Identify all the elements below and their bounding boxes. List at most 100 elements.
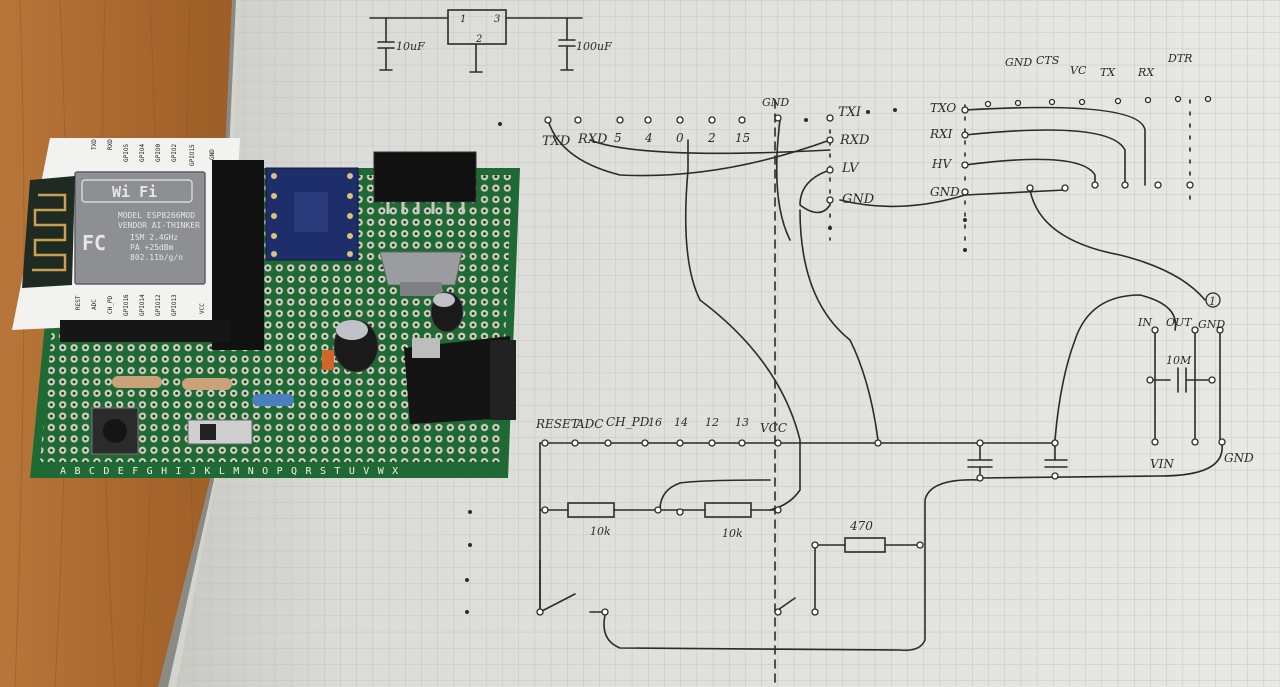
ftdi-pin-3: TX xyxy=(1100,66,1116,79)
perfboard: A B C D E F G H I J K L M N O P Q R S T … xyxy=(12,138,520,478)
resistor-label-1: 10k xyxy=(722,527,743,540)
esp-metal-can xyxy=(74,171,206,285)
pcb-column-letters: A B C D E F G H I J K L M N O P Q R S T … xyxy=(60,466,399,477)
bottom-pin-1: ADC xyxy=(575,417,603,431)
esp-pin-labels-top: TXD RXD GPIO5 GPIO4 GPIO0 GPIO2 GPIO15 G… xyxy=(91,139,216,166)
slide-switch-knob xyxy=(200,424,216,440)
regulator-pin-0: IN xyxy=(1137,316,1152,329)
esp-pin-bottom-1: ADC xyxy=(91,299,98,310)
bottom-pin-5: 12 xyxy=(705,416,719,429)
resistor-1 xyxy=(112,376,162,388)
left-block-pin-3: GND xyxy=(842,192,875,207)
bottom-pin-6: 13 xyxy=(735,416,749,429)
ftdi-pin-5: DTR xyxy=(1167,52,1192,65)
pcb-resistors xyxy=(112,376,294,406)
bottom-pin-4: 14 xyxy=(674,416,688,429)
esp-line-1: VENDOR AI-THINKER xyxy=(118,221,200,230)
regulator-pin-2: GND xyxy=(1198,318,1225,331)
left-block-pin-2: LV xyxy=(841,161,860,176)
left-block-pin-0: TXI xyxy=(838,105,862,120)
dc-jack-pin xyxy=(412,338,440,358)
top-reg-pin-2: 3 xyxy=(494,14,500,25)
esp-pin-bottom-4: GPIO14 xyxy=(139,294,146,316)
esp-pin-top-6: GPIO15 xyxy=(189,144,196,166)
esp-pin-top-3: GPIO4 xyxy=(139,144,146,162)
capacitor-small-top xyxy=(433,293,455,307)
esp-pin-labels-bottom: REST ADC CH_PD GPIO16 GPIO14 GPIO12 GPIO… xyxy=(75,294,206,316)
resistor-label-0: 10k xyxy=(590,525,611,538)
esp-pin-top-1: RXD xyxy=(107,139,114,150)
power-label-gnd: GND xyxy=(1224,451,1254,465)
slide-switch xyxy=(187,419,253,445)
regulator-marker-circle xyxy=(1205,292,1221,308)
level-shifter-chip xyxy=(294,192,328,232)
resistor-label-2: 470 xyxy=(849,519,873,533)
top-pin-1: RXD xyxy=(577,132,608,147)
regulator-pin-1: OUT xyxy=(1166,316,1193,329)
esp-antenna xyxy=(22,176,75,288)
top-pin-3: 4 xyxy=(644,131,653,145)
orange-capacitor xyxy=(322,350,334,370)
esp-line-2: ISM 2.4GHz xyxy=(130,233,178,242)
ftdi-header xyxy=(373,151,477,203)
top-pin-0: TXD xyxy=(542,134,571,149)
esp-logo-text: Wi Fi xyxy=(112,183,157,201)
esp-logo-box xyxy=(81,179,193,203)
schematic-drawing xyxy=(369,9,1223,687)
top-reg-pin-0: 1 xyxy=(460,14,466,25)
esp-pin-bottom-3: GPIO16 xyxy=(123,294,130,316)
regulator-marker: 1 xyxy=(1209,295,1216,308)
bottom-pin-7: VCC xyxy=(760,421,787,435)
left-block-pin-1: RXD xyxy=(839,133,870,148)
esp-pin-top-0: TXD xyxy=(91,139,98,150)
right-block-pin-0: TXO xyxy=(930,101,956,115)
esp-pin-bottom-0: REST xyxy=(75,295,82,310)
level-shifter-pads xyxy=(271,173,353,257)
ftdi-pin-0: GND xyxy=(1005,56,1032,69)
right-block-pin-2: HV xyxy=(931,157,952,171)
esp-pin-bottom-2: CH_PD xyxy=(107,296,114,314)
dc-jack-front xyxy=(490,340,516,420)
top-reg-pin-1: 2 xyxy=(475,34,482,45)
esp-fc-mark: FC xyxy=(82,231,106,255)
esp-pin-bottom-6: GPIO13 xyxy=(171,294,178,316)
esp-pin-bottom-7: VCC xyxy=(199,303,206,314)
ftdi-pin-1: CTS xyxy=(1036,54,1060,67)
esp-pin-top-7: GND xyxy=(209,149,216,160)
top-pin-4: 0 xyxy=(676,131,684,145)
esp-pin-bottom-5: GPIO12 xyxy=(155,294,162,316)
ftdi-pin-2: VC xyxy=(1070,64,1087,77)
voltage-regulator xyxy=(379,251,463,286)
esp-pin-top-2: GPIO5 xyxy=(123,144,130,162)
paper-dots xyxy=(465,108,967,614)
top-pin-5: 2 xyxy=(707,131,716,145)
schematic-labels: TXD RXD 5 4 0 2 15 GND TXI RXD LV GND TX… xyxy=(396,14,1254,540)
esp-pin-top-4: GPIO0 xyxy=(155,144,162,162)
resistor-3 xyxy=(252,394,294,406)
top-pin-6: 15 xyxy=(735,131,750,145)
ftdi-header-pins xyxy=(386,202,465,214)
power-label-vin: VIN xyxy=(1150,457,1174,471)
esp-line-0: MODEL ESP8266MOD xyxy=(118,211,195,220)
esp-header-bottom xyxy=(60,320,230,342)
reset-button xyxy=(103,419,127,443)
cap-label: 10M xyxy=(1166,354,1192,367)
ftdi-pin-4: RX xyxy=(1137,66,1155,79)
bottom-pin-0: RESET xyxy=(535,417,580,431)
esp-pin-top-5: GPIO2 xyxy=(171,144,178,162)
right-block-pin-1: RXI xyxy=(929,127,953,141)
esp-line-4: 802.11b/g/n xyxy=(130,253,183,262)
esp-line-3: PA +25dBm xyxy=(130,243,174,252)
bottom-pin-2: CH_PD xyxy=(606,415,650,429)
bottom-pin-3: 16 xyxy=(648,416,662,429)
schematic-nodes xyxy=(536,95,1226,616)
antenna-trace xyxy=(32,193,67,272)
esp-header-right xyxy=(212,160,264,350)
capacitor-large-top xyxy=(336,320,368,340)
top-pin-2: 5 xyxy=(614,131,622,145)
top-cap-0: 10uF xyxy=(396,40,425,53)
resistor-2 xyxy=(182,378,232,390)
gnd-top-label: GND xyxy=(762,96,789,109)
top-cap-1: 100uF xyxy=(576,40,612,53)
